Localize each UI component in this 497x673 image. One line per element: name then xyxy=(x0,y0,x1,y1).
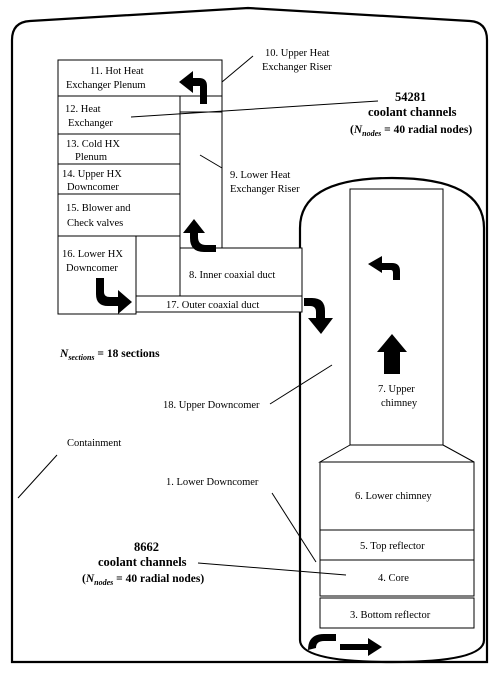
label-hot-hx-plenum-1: 11. Hot Heat xyxy=(90,66,144,77)
core-channel-text: coolant channels xyxy=(98,555,187,569)
leader-upper-hx-riser xyxy=(221,55,254,83)
label-heat-exchanger-2: Exchanger xyxy=(68,118,113,129)
outer-coaxial-duct xyxy=(135,295,303,313)
sections-count: Nsections = 18 sections xyxy=(59,348,160,362)
label-lower-hx-riser-1: 9. Lower Heat xyxy=(230,170,290,181)
label-upper-hx-riser-1: 10. Upper Heat xyxy=(265,48,330,59)
core-nodes-line: (Nnodes = 40 radial nodes) xyxy=(82,573,204,587)
label-cold-hx-plenum-1: 13. Cold HX xyxy=(66,139,120,150)
label-blower-1: 15. Blower and xyxy=(66,203,131,214)
label-lower-hx-downcomer-2: Downcomer xyxy=(66,263,118,274)
label-hot-hx-plenum-2: Exchanger Plenum xyxy=(66,80,146,91)
bottom-plenum-turn-arrow xyxy=(308,634,382,656)
core-channel-count: 8662 xyxy=(134,540,159,554)
leader-lower-downcomer xyxy=(271,492,317,563)
label-outer-coaxial-duct: 17. Outer coaxial duct xyxy=(166,300,259,311)
inner-coaxial-duct xyxy=(179,247,303,297)
label-core: 4. Core xyxy=(378,573,409,584)
blower-check-valves-box xyxy=(57,193,181,237)
top-reflector-box xyxy=(319,529,475,561)
bottom-reflector-box xyxy=(319,597,475,629)
label-upper-hx-riser-2: Exchanger Riser xyxy=(262,62,332,73)
chimney-transition xyxy=(318,444,475,463)
leader-core-channels xyxy=(197,562,347,576)
label-upper-hx-downcomer-2: Downcomer xyxy=(67,182,119,193)
leader-hx-channels xyxy=(130,100,379,118)
chimney-top-turn-arrow xyxy=(368,256,400,280)
core-box xyxy=(319,559,475,597)
label-upper-hx-downcomer-1: 14. Upper HX xyxy=(62,169,122,180)
upper-chimney xyxy=(349,188,444,446)
chimney-up-arrow xyxy=(377,334,407,374)
label-inner-coaxial-duct: 8. Inner coaxial duct xyxy=(189,270,275,281)
leader-lower-hx-riser xyxy=(199,154,223,169)
hot-plenum-turn-arrow xyxy=(179,71,207,104)
label-lower-chimney: 6. Lower chimney xyxy=(355,491,432,502)
leader-upper-downcomer xyxy=(269,364,333,405)
lower-chimney-box xyxy=(319,461,475,531)
leader-containment xyxy=(17,454,58,499)
label-upper-chimney-2: chimney xyxy=(381,398,418,409)
duct-to-downcomer-arrow xyxy=(304,298,333,334)
reactor-vessel xyxy=(298,176,486,664)
riser-up-turn-arrow xyxy=(183,219,216,252)
label-blower-2: Check valves xyxy=(67,218,123,229)
label-heat-exchanger-1: 12. Heat xyxy=(65,104,101,115)
lower-hx-downcomer-arrow xyxy=(96,278,132,314)
label-lower-hx-riser-2: Exchanger Riser xyxy=(230,184,300,195)
label-upper-chimney-1: 7. Upper xyxy=(378,384,415,395)
label-top-reflector: 5. Top reflector xyxy=(360,541,425,552)
containment-boundary xyxy=(10,6,489,664)
label-lower-hx-downcomer-1: 16. Lower HX xyxy=(62,249,123,260)
hx-channel-text: coolant channels xyxy=(368,105,457,119)
hx-nodes-line: (Nnodes = 40 radial nodes) xyxy=(350,124,472,138)
label-containment: Containment xyxy=(67,438,121,449)
label-cold-hx-plenum-2: Plenum xyxy=(75,152,107,163)
label-bottom-reflector: 3. Bottom reflector xyxy=(350,610,431,621)
hx-channel-count: 54281 xyxy=(395,90,426,104)
lower-hx-riser-box xyxy=(179,111,223,249)
label-upper-downcomer: 18. Upper Downcomer xyxy=(163,400,260,411)
label-lower-downcomer: 1. Lower Downcomer xyxy=(166,477,259,488)
